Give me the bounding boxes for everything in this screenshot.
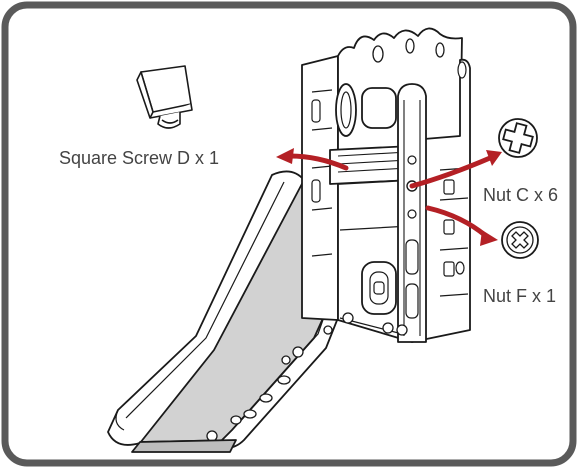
nut-c-label: Nut C x 6 bbox=[483, 185, 559, 205]
nut-f-icon bbox=[501, 221, 539, 259]
tower bbox=[301, 27, 471, 343]
arrow-to-screw-d bbox=[287, 153, 349, 171]
square-screw-label: Square Screw D x 1 bbox=[59, 148, 220, 168]
nut-c-icon bbox=[498, 118, 538, 158]
arrowheads bbox=[276, 148, 502, 246]
arrow-to-nut-c bbox=[409, 155, 493, 189]
assembly-arrows bbox=[287, 153, 493, 239]
square-screw-icon bbox=[136, 65, 193, 129]
arrow-to-nut-f bbox=[425, 205, 489, 239]
nut-f-label: Nut F x 1 bbox=[483, 286, 557, 306]
